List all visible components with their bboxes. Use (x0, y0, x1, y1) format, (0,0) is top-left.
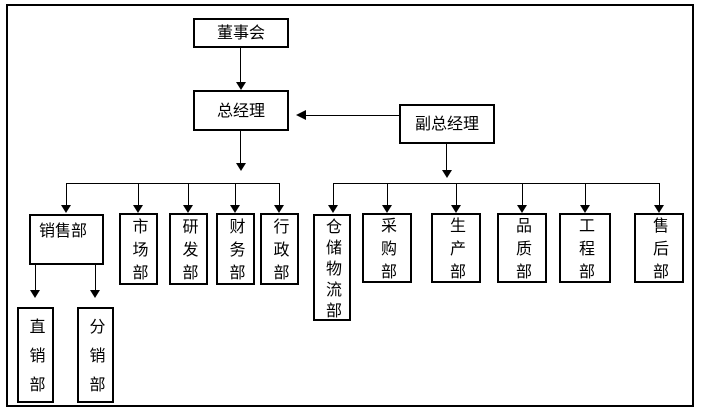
purchasing-dept-label: 采购部 (378, 217, 397, 286)
node-deputy-general-manager: 副总经理 (399, 104, 495, 144)
arrowhead-drop-sales (61, 205, 71, 213)
node-production-dept: 生产部 (431, 213, 481, 286)
node-after-sales-dept: 售后部 (634, 213, 684, 286)
connector-deputy-gm (306, 115, 399, 116)
rd-dept-label: 研发部 (179, 218, 199, 287)
drop-distribution (95, 265, 96, 290)
arrowhead-drop-after-sales (654, 205, 664, 213)
arrowhead-drop-direct-sales (30, 290, 40, 298)
drop-finance (235, 184, 236, 205)
node-marketing-dept: 市场部 (119, 213, 158, 287)
arrowhead-drop-warehouse (328, 205, 338, 213)
branch-rail-gm (66, 183, 280, 184)
node-distribution-dept: 分销部 (77, 307, 114, 405)
arrowhead-drop-production (451, 205, 461, 213)
arrowhead-drop-rd (183, 205, 193, 213)
drop-after-sales (659, 184, 660, 205)
arrowhead-drop-admin (274, 205, 284, 213)
arrowhead-drop-finance (230, 205, 240, 213)
after-sales-dept-label: 售后部 (650, 217, 669, 286)
arrowhead-drop-distribution (90, 290, 100, 298)
diagram-border (6, 4, 694, 407)
arrowhead-drop-quality (517, 205, 527, 213)
node-quality-dept: 品质部 (497, 213, 547, 286)
arrowhead-drop-purchasing (382, 205, 392, 213)
node-board: 董事会 (193, 18, 289, 48)
branch-rail-deputy (333, 183, 660, 184)
drop-quality (522, 184, 523, 205)
node-direct-sales-dept: 直销部 (17, 307, 54, 405)
quality-dept-label: 品质部 (513, 217, 532, 286)
engineering-dept-label: 工程部 (576, 217, 595, 286)
node-admin-dept: 行政部 (260, 213, 299, 287)
warehouse-logistics-dept-label: 仓储物流部 (323, 217, 342, 323)
node-warehouse-logistics-dept: 仓储物流部 (313, 214, 351, 323)
node-purchasing-dept: 采购部 (362, 213, 412, 286)
arrowhead-deputy-branch (442, 170, 452, 178)
node-finance-dept: 财务部 (216, 213, 255, 287)
drop-sales (66, 184, 67, 205)
node-general-manager: 总经理 (193, 90, 289, 131)
drop-purchasing (387, 184, 388, 205)
drop-admin (279, 184, 280, 205)
marketing-dept-label: 市场部 (129, 218, 149, 287)
arrowhead-drop-engineering (580, 205, 590, 213)
admin-dept-label: 行政部 (270, 218, 290, 287)
node-engineering-dept: 工程部 (559, 213, 611, 286)
node-sales-dept: 销售部 (29, 214, 104, 265)
drop-direct-sales (35, 265, 36, 290)
arrowhead-board-gm (236, 82, 246, 90)
drop-warehouse (333, 184, 334, 205)
connector-board-gm (240, 48, 241, 82)
drop-marketing (138, 184, 139, 205)
arrowhead-deputy-gm (296, 110, 306, 120)
connector-deputy-branch (446, 144, 447, 170)
drop-rd (188, 184, 189, 205)
arrowhead-drop-marketing (133, 205, 143, 213)
drop-production (456, 184, 457, 205)
production-dept-label: 生产部 (447, 217, 466, 286)
direct-sales-dept-label: 直销部 (26, 318, 46, 405)
node-rd-dept: 研发部 (169, 213, 208, 287)
finance-dept-label: 财务部 (226, 218, 246, 287)
distribution-dept-label: 分销部 (86, 318, 106, 405)
drop-engineering (585, 184, 586, 205)
arrowhead-gm-branch (236, 163, 246, 171)
connector-gm-branch (240, 131, 241, 163)
